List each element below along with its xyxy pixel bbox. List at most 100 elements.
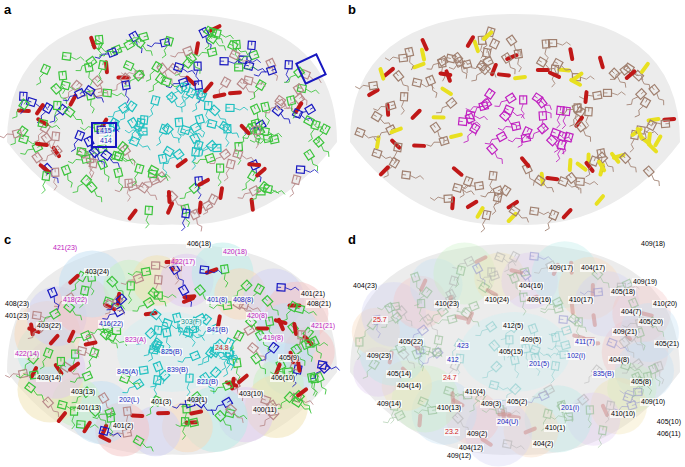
pigment-label: 404(14) xyxy=(396,382,422,390)
pigment-molecule xyxy=(147,96,159,119)
pigment-molecule xyxy=(212,92,227,99)
pigment-molecule xyxy=(86,182,106,203)
pigment-label: 403(14) xyxy=(36,374,62,382)
pigment-molecule xyxy=(624,69,637,81)
pigment-molecule xyxy=(239,123,252,136)
pigment-molecule xyxy=(156,411,170,415)
pigment-molecule xyxy=(85,348,99,371)
pigment-molecule xyxy=(148,165,171,182)
pigment-molecule xyxy=(225,409,248,421)
pigment-molecule xyxy=(435,98,457,117)
pigment-molecule xyxy=(495,252,518,267)
pigment-molecule xyxy=(586,406,594,428)
pigment-molecule xyxy=(385,54,408,63)
pigment-label: 411(7) xyxy=(574,338,596,346)
pigment-molecule xyxy=(5,369,28,380)
panel-letter: b xyxy=(347,3,357,17)
pigment-molecule xyxy=(53,101,61,123)
pigment-molecule xyxy=(547,70,561,79)
pigment-label: 25.7 xyxy=(372,316,388,324)
pigment-label: 845(A) xyxy=(116,368,139,376)
pigment-molecule xyxy=(191,148,200,171)
pigment-molecule xyxy=(48,333,60,346)
pigment-label: 408(21) xyxy=(306,300,332,308)
pigment-molecule xyxy=(583,90,588,104)
pigment-molecule xyxy=(487,171,497,194)
pigment-molecule xyxy=(540,304,563,316)
pigment-molecule xyxy=(412,143,426,147)
pigment-label: 839(B) xyxy=(166,366,189,374)
pigment-molecule xyxy=(297,331,305,353)
pigment-label: 421(21) xyxy=(310,322,336,330)
pigment-molecule xyxy=(155,124,169,147)
pigment-molecule xyxy=(209,105,230,125)
pigment-label: 409(21) xyxy=(612,328,638,336)
pigment-label: 825(B) xyxy=(160,348,183,356)
pigment-molecule xyxy=(167,92,187,113)
pigment-label: 404(17) xyxy=(580,264,606,272)
pigment-molecule xyxy=(532,93,554,111)
pigment-label: 835(B) xyxy=(592,370,615,378)
pigment-label: 410(17) xyxy=(568,296,594,304)
pigment-molecule xyxy=(313,137,333,158)
pigment-molecule xyxy=(389,126,404,135)
pigment-molecule xyxy=(481,29,494,41)
pigment-molecule xyxy=(213,344,236,355)
pigment-molecule xyxy=(253,126,262,149)
pigment-label: 405(10) xyxy=(656,418,682,426)
pigment-label: 202(L) xyxy=(118,396,140,404)
pigment-label: 405(21) xyxy=(654,340,680,348)
pigment-molecule xyxy=(247,162,261,167)
pigment-molecule xyxy=(568,107,585,129)
pigment-molecule xyxy=(75,56,97,75)
pigment-molecule xyxy=(295,387,309,399)
pigment-molecule xyxy=(519,155,531,168)
pigment-molecule xyxy=(34,102,45,116)
pigment-label: 410(20) xyxy=(652,300,678,308)
pigment-molecule xyxy=(526,391,549,407)
pigment-molecule xyxy=(454,57,471,80)
pigment-molecule xyxy=(89,35,97,50)
pigment-molecule xyxy=(466,311,475,325)
pigment-label: 405(9) xyxy=(278,354,300,362)
pigment-molecule xyxy=(250,182,269,204)
pigment-molecule xyxy=(35,142,49,148)
pigment-molecule xyxy=(477,89,495,111)
pigment-molecule xyxy=(308,373,319,396)
pigment-molecule xyxy=(207,119,230,131)
pigment-molecule xyxy=(138,183,160,202)
pigment-molecule xyxy=(635,126,644,140)
pigment-molecule xyxy=(487,144,507,165)
pigment-molecule xyxy=(277,284,299,292)
pigment-molecule xyxy=(51,168,59,190)
pigment-molecule xyxy=(549,40,571,47)
pigment-label: 422(17) xyxy=(170,258,196,266)
pigment-molecule xyxy=(417,413,422,427)
pigment-molecule xyxy=(131,164,144,187)
pigment-molecule xyxy=(67,361,81,373)
pigment-molecule xyxy=(159,154,170,177)
pigment-molecule xyxy=(503,440,526,451)
pigment-label: 401(2) xyxy=(112,422,134,430)
pigment-molecule xyxy=(40,172,50,195)
pigment-molecule xyxy=(497,72,511,77)
pigment-molecule xyxy=(145,62,162,84)
pigment-label: 416(22) xyxy=(98,320,124,328)
pigment-molecule xyxy=(550,413,573,422)
pigment-molecule xyxy=(107,103,129,121)
pigment-label: 409(16) xyxy=(526,296,552,304)
pigment-molecule xyxy=(202,81,214,94)
pigment-molecule xyxy=(87,159,98,182)
pigment-molecule xyxy=(598,55,606,70)
pigment-molecule xyxy=(123,70,144,90)
pigment-molecule xyxy=(473,263,490,286)
pigment-label: 404(12) xyxy=(458,444,484,452)
pigment-molecule xyxy=(186,53,204,75)
pigment-molecule xyxy=(633,97,650,120)
pigment-molecule xyxy=(498,122,521,134)
pigment-molecule xyxy=(122,81,132,104)
pigment-molecule xyxy=(253,66,276,80)
pigment-molecule xyxy=(475,205,486,219)
pigment-molecule xyxy=(162,149,184,168)
panel-letter: c xyxy=(3,233,12,247)
